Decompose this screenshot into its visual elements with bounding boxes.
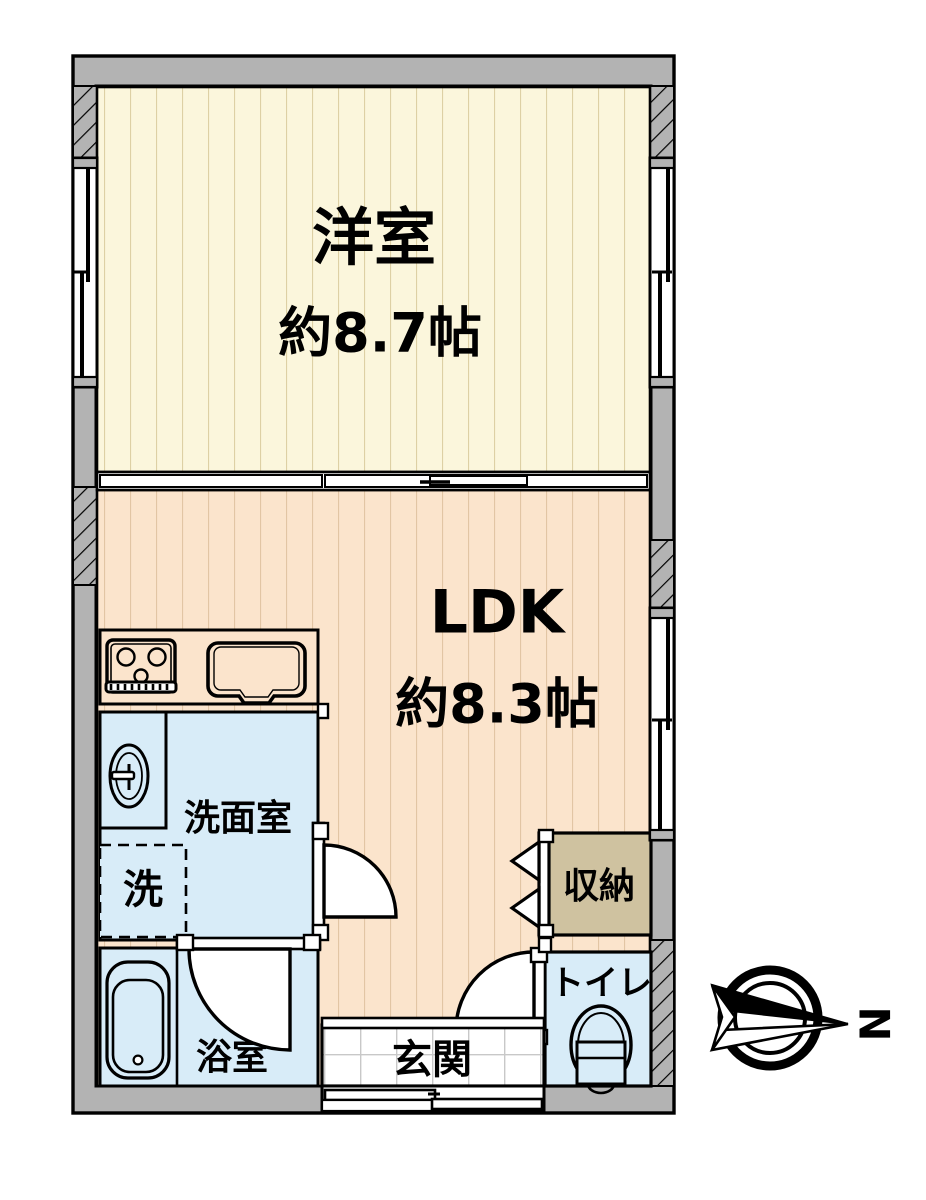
- door-bathroom[interactable]: [175, 933, 322, 1052]
- room-genkan[interactable]: 玄関: [320, 1016, 546, 1088]
- room-label-ldk: LDK: [430, 578, 567, 648]
- room-area-yoshitsu: 約8.7帖: [278, 302, 482, 365]
- room-label-genkan: 玄関: [392, 1037, 472, 1083]
- room-label-yoshitsu: 洋室: [312, 201, 436, 274]
- room-yoshitsu[interactable]: 洋室 約8.7帖: [95, 85, 652, 474]
- room-senmenshitsu[interactable]: 洗 洗面室: [98, 710, 320, 942]
- window-left-upper[interactable]: [71, 156, 99, 389]
- window-right-lower[interactable]: [648, 606, 676, 842]
- room-shuno[interactable]: 収納: [543, 831, 653, 937]
- entrance-door[interactable]: [320, 1084, 546, 1115]
- toilet-bowl-icon: [569, 1004, 633, 1095]
- washing-machine-space[interactable]: 洗: [98, 843, 188, 939]
- north-arrow: N: [709, 965, 899, 1071]
- vanity-basin-icon: [108, 743, 150, 809]
- room-label-shuno: 収納: [563, 866, 635, 907]
- label-sentakuki: 洗: [123, 867, 163, 913]
- partition-yoshitsu-ldk[interactable]: [95, 470, 652, 492]
- room-label-toilet: トイレ: [550, 964, 652, 1004]
- room-label-senmenshitsu: 洗面室: [184, 798, 292, 839]
- kitchen-counter[interactable]: [98, 628, 320, 706]
- room-area-ldk: 約8.3帖: [395, 673, 599, 736]
- door-washroom[interactable]: [311, 821, 398, 942]
- kitchen-sink-icon: [206, 641, 307, 705]
- window-right-upper[interactable]: [648, 156, 676, 389]
- compass-label-north: N: [850, 1006, 899, 1041]
- stove-icon: [104, 638, 178, 694]
- wall-joints: [316, 702, 553, 954]
- room-toilet[interactable]: トイレ: [543, 950, 653, 1095]
- bathtub-icon: [105, 960, 171, 1080]
- structural-columns: [72, 85, 675, 1087]
- door-closet[interactable]: [509, 828, 555, 939]
